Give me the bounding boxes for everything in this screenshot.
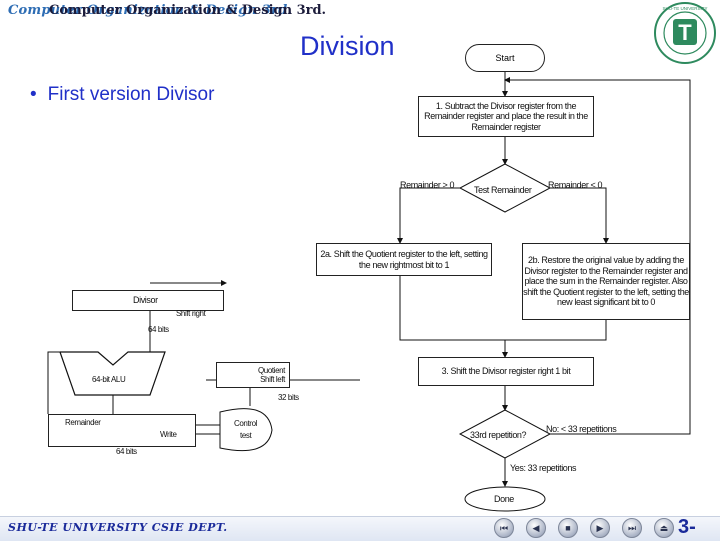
step1-box: 1. Subtract the Divisor register from th…: [418, 96, 594, 137]
slide-title: Division: [300, 31, 395, 61]
university-logo: T SHU-TE UNIVERSITY: [654, 2, 716, 64]
alu-shape: [59, 351, 166, 396]
step3-box: 3. Shift the Divisor register right 1 bi…: [418, 357, 594, 386]
step3-text: 3. Shift the Divisor register right 1 bi…: [441, 366, 571, 377]
repetition-label: 33rd repetition?: [470, 430, 527, 440]
last-icon: ⏭: [627, 522, 637, 533]
course-header-shadow: Computer Organization & Design 3rd.: [8, 3, 293, 18]
connector-test-2a: [397, 187, 460, 244]
next-slide-button[interactable]: ▶: [590, 518, 610, 538]
course-header-text: Computer Organization & Design 3rd.: [49, 3, 327, 18]
remainder-label: Remainder: [65, 418, 101, 427]
step2b-text: 2b. Restore the original value by adding…: [523, 255, 689, 308]
bullet-mark: •: [30, 84, 37, 105]
logo-ring-text: SHU-TE UNIVERSITY: [662, 6, 707, 11]
connector-2b-step3: [505, 320, 607, 341]
shift-right-label: Shift right: [176, 309, 206, 318]
control-label: Control: [234, 419, 257, 428]
connector-test-2b: [550, 187, 609, 244]
remainder-ge-label: Remainder > 0: [400, 180, 455, 190]
start-label: Start: [495, 53, 515, 63]
bits-64-label-a: 64 bits: [148, 325, 169, 334]
done-terminal: [464, 486, 546, 512]
prev-icon: ◀: [532, 522, 540, 533]
remainder-lt-label: Remainder < 0: [548, 180, 603, 190]
control-test-shape: [219, 408, 273, 452]
done-label: Done: [494, 494, 514, 504]
yes-label: Yes: 33 repetitions: [510, 463, 577, 473]
connector-2a-step3: [399, 276, 508, 358]
test-label: test: [240, 431, 252, 440]
next-icon: ▶: [596, 522, 604, 533]
test-remainder-diamond: [458, 163, 552, 213]
stop-button[interactable]: ■: [558, 518, 578, 538]
step2a-box: 2a. Shift the Quotient register to the l…: [316, 243, 492, 276]
logo-letter: T: [678, 20, 692, 45]
shift-left-label: Shift left: [260, 375, 285, 384]
divisor-register: Divisor: [72, 290, 224, 311]
remainder-register: Remainder: [48, 414, 196, 447]
connector-no-loop: [504, 77, 691, 435]
bullet-item: • First version Divisor: [30, 84, 214, 106]
end-icon: ⏏: [659, 522, 669, 533]
write-label: Write: [160, 430, 177, 439]
step2b-box: 2b. Restore the original value by adding…: [522, 243, 690, 320]
quotient-register: Quotient Shift left: [216, 362, 290, 388]
quotient-label: Quotient: [257, 366, 285, 375]
first-slide-button[interactable]: ⏮: [494, 518, 514, 538]
bits-64-label-b: 64 bits: [116, 447, 137, 456]
no-label: No: < 33 repetitions: [546, 424, 617, 434]
step2a-text: 2a. Shift the Quotient register to the l…: [320, 249, 488, 270]
page-number: 3-: [678, 516, 696, 538]
bullet-text: First version Divisor: [47, 84, 215, 105]
footer-university: SHU-TE UNIVERSITY CSIE DEPT.: [8, 521, 228, 534]
bits-32-label: 32 bits: [278, 393, 299, 402]
first-icon: ⏮: [499, 522, 509, 533]
last-slide-button[interactable]: ⏭: [622, 518, 642, 538]
divisor-label: Divisor: [133, 295, 158, 306]
prev-slide-button[interactable]: ◀: [526, 518, 546, 538]
test-remainder-label: Test Remainder: [474, 185, 532, 195]
end-show-button[interactable]: ⏏: [654, 518, 674, 538]
start-terminal: Start: [465, 44, 545, 72]
alu-label: 64-bit ALU: [92, 375, 126, 384]
stop-icon: ■: [565, 523, 571, 533]
remainder-feedback: [47, 351, 60, 414]
step1-text: 1. Subtract the Divisor register from th…: [424, 100, 588, 132]
